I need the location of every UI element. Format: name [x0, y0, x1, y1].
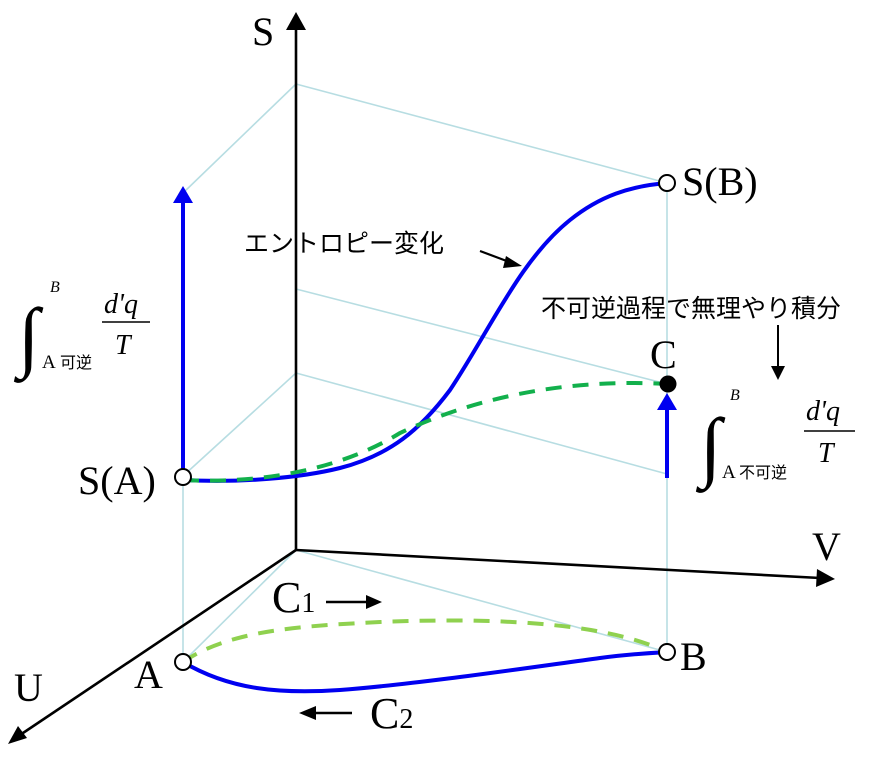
point-c — [659, 375, 677, 393]
reversible-arrowhead — [173, 186, 193, 203]
irreversible-arrowhead — [657, 393, 677, 410]
irreversible-pointer-head — [771, 366, 785, 380]
entropy-change-annotation: エントロピー変化 — [244, 229, 444, 258]
path-c1-curve — [181, 618, 668, 664]
path-c2-label: C2 — [299, 689, 413, 738]
point-s-b — [658, 174, 676, 192]
s-axis-arrowhead — [286, 12, 306, 30]
svg-text:可逆: 可逆 — [60, 353, 92, 372]
irreversible-forced-annotation: 不可逆過程で無理やり積分 — [541, 294, 841, 323]
label-a: A — [134, 652, 163, 697]
point-a — [174, 653, 192, 671]
path-c2-curve — [181, 650, 668, 694]
u-axis-arrowhead — [8, 726, 27, 744]
svg-text:B: B — [50, 279, 60, 296]
label-c: C — [650, 332, 677, 377]
c1-direction-arrow — [366, 595, 382, 609]
svg-text:T: T — [115, 330, 133, 361]
svg-text:B: B — [730, 387, 740, 404]
svg-text:C1: C1 — [272, 573, 315, 622]
reversible-integral-formula: ∫ B A 可逆 d'q T — [13, 279, 150, 383]
s-axis-label: S — [252, 9, 274, 54]
point-s-a — [174, 468, 192, 486]
label-s-b: S(B) — [682, 159, 758, 204]
entropy-change-pointer-head — [503, 256, 522, 268]
label-s-a: S(A) — [78, 458, 156, 503]
c2-direction-arrow — [299, 706, 316, 720]
svg-text:d'q: d'q — [104, 289, 138, 320]
v-axis-label: V — [812, 524, 841, 569]
label-b: B — [680, 634, 707, 679]
path-c1-label: C1 — [272, 573, 382, 622]
v-axis-arrowhead — [816, 569, 835, 587]
svg-text:d'q: d'q — [806, 396, 840, 427]
svg-text:A: A — [42, 352, 56, 373]
entropy-change-curve — [182, 181, 668, 483]
axes — [8, 12, 835, 744]
svg-text:C2: C2 — [370, 689, 413, 738]
integral-sign: ∫ — [695, 402, 726, 493]
integral-sign: ∫ — [13, 292, 44, 383]
point-b — [658, 643, 676, 661]
u-axis-label: U — [14, 665, 43, 710]
u-axis — [19, 548, 297, 737]
irreversible-integral-formula: ∫ B A 不可逆 d'q T — [695, 387, 855, 493]
irreversible-integral-curve — [182, 381, 668, 483]
svg-text:不可逆: 不可逆 — [739, 463, 787, 482]
svg-text:A: A — [722, 462, 736, 483]
guide-lines — [182, 83, 668, 663]
v-axis — [295, 548, 821, 580]
svg-text:T: T — [818, 438, 836, 469]
